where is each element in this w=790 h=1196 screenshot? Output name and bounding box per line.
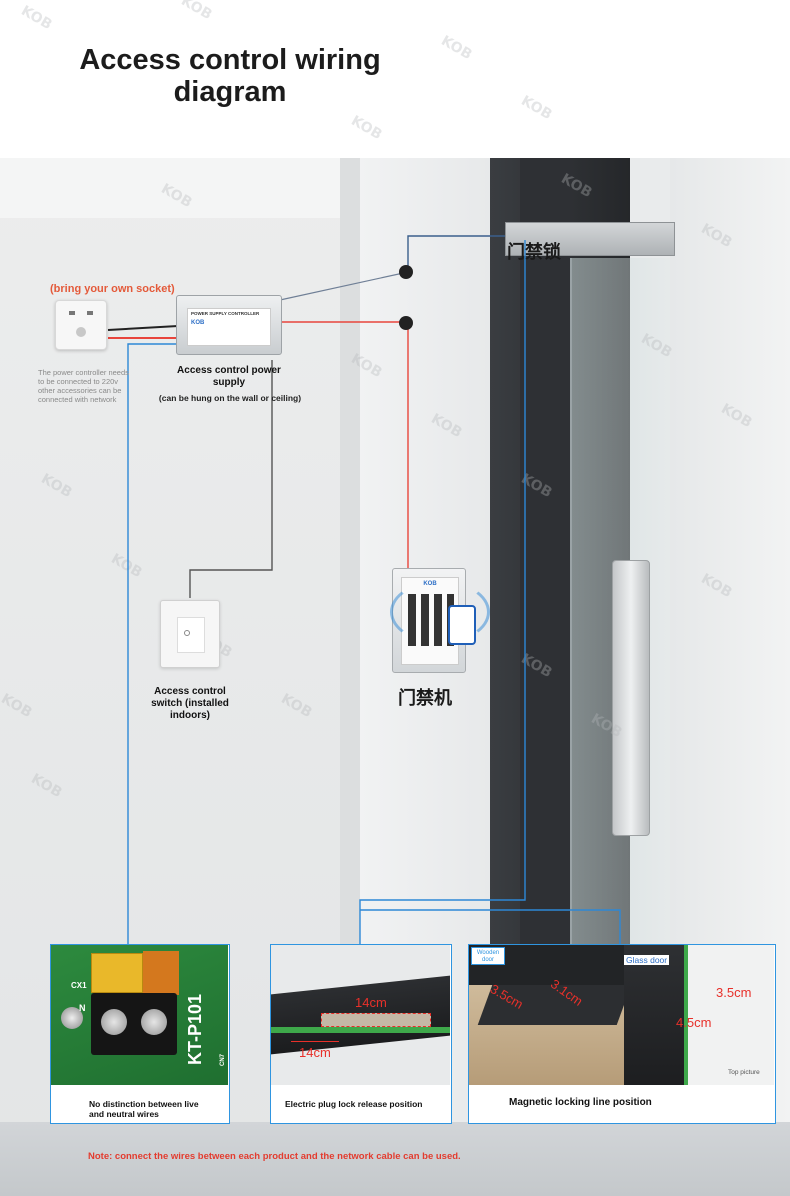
wiring-note: Note: connect the wires between each pro…	[88, 1151, 461, 1162]
rfid-wave-icon	[390, 580, 490, 644]
board-cn-label: CN7	[220, 1053, 227, 1067]
board-n-label: N	[79, 1003, 86, 1013]
magnetic-lock-device	[505, 222, 675, 256]
ceiling-junction-1	[399, 265, 413, 279]
wire-magnetic-to-glass	[360, 909, 621, 945]
switch-indicator-icon	[184, 630, 190, 636]
screw-terminal-icon	[141, 1009, 167, 1035]
socket-label: (bring your own socket)	[50, 283, 175, 295]
glass-door-image: Glass door 3.5cm 4.5cm Top picture	[624, 945, 774, 1085]
psu-title: POWER SUPPLY CONTROLLER	[191, 311, 260, 316]
dimension-label: 4.5cm	[676, 1015, 712, 1030]
panel-magnetic-lock: Wooden door 3.5cm 3.1cm Glass door 3.5cm…	[468, 944, 776, 1124]
wall-socket	[55, 300, 107, 350]
switch-label: Access control switch (installed indoors…	[151, 686, 229, 721]
glass-door-tag: Glass door	[624, 955, 670, 965]
lock-strip	[271, 1027, 450, 1033]
wire-psu-to-switch	[189, 360, 273, 598]
lock-label: 门禁锁	[507, 242, 561, 263]
floor	[0, 1122, 790, 1196]
screw-terminal-icon	[101, 1009, 127, 1035]
panel-power-board: CX1 N KT-P101 CN7 No distinction between…	[50, 944, 230, 1124]
rfid-card-icon	[448, 605, 476, 645]
access-switch-device	[160, 600, 220, 668]
panel-caption: Electric plug lock release position	[271, 1087, 451, 1123]
power-supply-sublabel: (can be hung on the wall or ceiling)	[158, 393, 302, 403]
keypad-label: 门禁机	[398, 688, 452, 709]
wire-psu-to-power-panel	[127, 343, 178, 945]
release-slot	[321, 1013, 431, 1027]
top-picture-label: Top picture	[728, 1069, 760, 1076]
psu-label-plate: POWER SUPPLY CONTROLLER KOB	[187, 308, 271, 346]
dimension-line	[291, 1041, 339, 1042]
door-handle	[612, 560, 650, 836]
dimension-label: 14cm	[355, 995, 387, 1010]
wire-ceiling-to-psu	[279, 271, 409, 301]
terminal-block	[91, 993, 177, 1055]
panel-plug-lock: 14cm 14cm Electric plug lock release pos…	[270, 944, 452, 1124]
page-title: Access control wiring diagram	[79, 44, 381, 108]
power-supply-controller: POWER SUPPLY CONTROLLER KOB	[176, 295, 282, 355]
wire-lock-to-ceiling	[407, 235, 505, 270]
panel-caption: Magnetic locking line position	[469, 1087, 775, 1123]
fuse-component	[91, 953, 143, 993]
ceiling	[0, 158, 340, 218]
wall-corner	[340, 158, 360, 1196]
glass-door-edge	[684, 945, 688, 1085]
wire-red-psu-to-keypad	[280, 321, 409, 570]
psu-brand-logo: KOB	[191, 320, 205, 326]
circuit-board-image: CX1 N KT-P101 CN7	[51, 945, 228, 1085]
socket-pin	[87, 311, 93, 315]
power-note: The power controller needs to be connect…	[38, 368, 129, 404]
power-supply-label: Access control power supply	[177, 365, 281, 388]
socket-pin	[69, 311, 75, 315]
ceiling-junction-2	[399, 316, 413, 330]
wooden-door-tag: Wooden door	[471, 947, 505, 965]
dimension-label: 3.5cm	[716, 985, 752, 1000]
board-cx-label: CX1	[71, 981, 87, 990]
board-model-label: KT-P101	[185, 993, 205, 1065]
plug-icon	[76, 327, 86, 337]
header	[0, 0, 790, 158]
mount-screw-icon	[61, 1007, 83, 1029]
glass-door-frame	[624, 945, 684, 1085]
capacitor-component	[143, 951, 179, 995]
panel-caption: No distinction between live and neutral …	[51, 1087, 229, 1123]
wire-socket-to-psu-black	[107, 325, 179, 331]
wire-lock-to-magnetic-panel	[359, 240, 526, 945]
wooden-door-image: Wooden door 3.5cm 3.1cm	[469, 945, 632, 1085]
dimension-label: 14cm	[299, 1045, 331, 1060]
plug-lock-image: 14cm 14cm	[271, 945, 450, 1085]
switch-button	[177, 617, 205, 653]
